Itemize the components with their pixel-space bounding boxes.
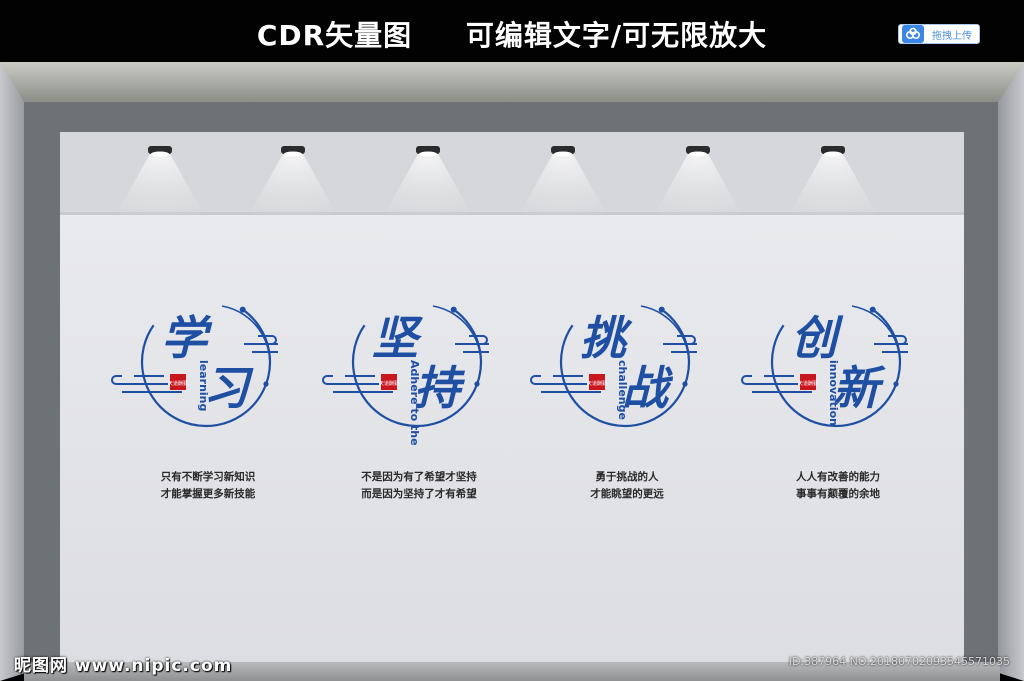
- slogan-line: 不是因为有了希望才坚持: [361, 470, 477, 483]
- cloud-swirl-icon: [455, 335, 489, 353]
- banner-title: CDR矢量图 可编辑文字/可无限放大: [256, 19, 768, 52]
- seal-stamp: 天道酬勤: [379, 374, 399, 390]
- calligraphy-char: 坚: [372, 311, 423, 365]
- seal-stamp: 天道酬勤: [587, 374, 607, 390]
- spotlight-icon: [785, 146, 881, 222]
- svg-text:天道酬勤: 天道酬勤: [587, 380, 607, 387]
- cloud-swirl-icon: [741, 375, 812, 393]
- seal-stamp: 天道酬勤: [798, 374, 818, 390]
- spotlight-icon: [245, 146, 341, 222]
- svg-text:天道酬勤: 天道酬勤: [168, 380, 188, 387]
- spotlight-icon: [650, 146, 746, 222]
- calligraphy-char: 习: [203, 361, 254, 415]
- image-id: ID:387964 NO:20180702093545571035: [788, 655, 1010, 668]
- cloud-swirl-icon: [322, 375, 393, 393]
- cloud-swirl-icon: [111, 375, 182, 393]
- upload-button[interactable]: 拖拽上传: [898, 24, 980, 44]
- slogan-line: 人人有改善的能力: [796, 470, 880, 483]
- spotlight-icon: [380, 146, 476, 222]
- svg-text:天道酬勤: 天道酬勤: [798, 380, 818, 387]
- cloud-swirl-icon: [663, 335, 697, 353]
- slogan-line: 事事有颠覆的余地: [796, 487, 880, 500]
- english-subtitle: Adhere to the: [408, 360, 421, 446]
- spotlight-icon: [112, 146, 208, 222]
- calligraphy-char: 挑: [580, 311, 633, 365]
- svg-text:天道酬勤: 天道酬勤: [379, 380, 399, 387]
- slogan-line: 才能掌握更多新技能: [161, 487, 256, 500]
- spotlight-icon: [515, 146, 611, 222]
- watermark-footer: 昵图网 www.nipic.com ID:387964 NO:201807020…: [0, 645, 1024, 681]
- slogan-line: 而是因为坚持了才有希望: [361, 487, 477, 500]
- calligraphy-char: 创: [791, 311, 844, 365]
- english-subtitle: challenge: [616, 360, 629, 420]
- calligraphy-char: 持: [414, 361, 466, 415]
- slogan-line: 只有不断学习新知识: [161, 470, 256, 483]
- calligraphy-char: 新: [833, 361, 886, 415]
- top-banner: CDR矢量图 可编辑文字/可无限放大 拖拽上传: [0, 0, 1024, 62]
- seal-stamp: 天道酬勤: [168, 374, 188, 390]
- english-subtitle: learning: [197, 360, 210, 411]
- site-logo: 昵图网 www.nipic.com: [14, 656, 233, 676]
- cloud-swirl-icon: [244, 335, 278, 353]
- cloud-swirl-icon: [530, 375, 601, 393]
- cloud-icon: [902, 25, 924, 43]
- slogan-line: 才能眺望的更远: [590, 487, 664, 500]
- upload-label: 拖拽上传: [932, 30, 972, 42]
- slogan-line: 勇于挑战的人: [596, 470, 659, 483]
- calligraphy-char: 学: [161, 311, 213, 365]
- english-subtitle: innovation: [827, 360, 840, 426]
- calligraphy-char: 战: [622, 361, 673, 415]
- cloud-swirl-icon: [874, 335, 908, 353]
